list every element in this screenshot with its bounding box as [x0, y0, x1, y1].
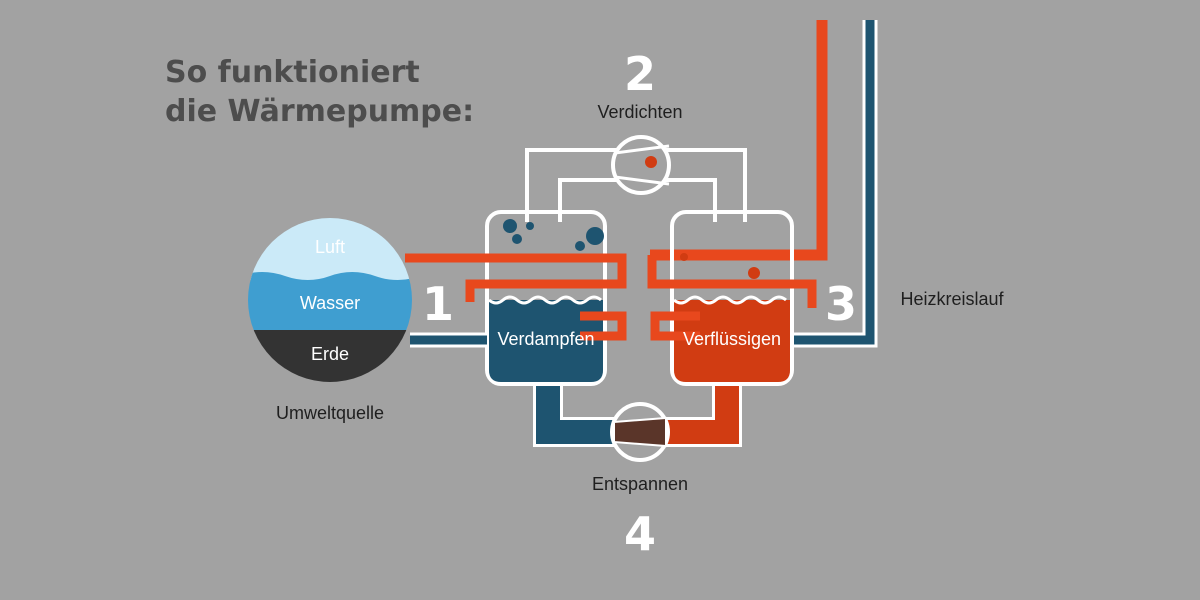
air-label: Luft [315, 237, 345, 257]
title-line-2: die Wärmepumpe: [165, 94, 474, 129]
source-caption: Umweltquelle [276, 403, 384, 423]
environment-source: Luft Wasser Erde [248, 218, 412, 382]
source-heat-exchanger [405, 253, 627, 348]
compress-label: Verdichten [597, 102, 682, 122]
water-layer [248, 272, 412, 330]
compressor-icon [611, 135, 671, 195]
step-number-3: 3 [825, 277, 857, 331]
expansion-valve-icon [610, 402, 670, 462]
condense-label: Verflüssigen [683, 329, 781, 349]
heating-circuit-label: Heizkreislauf [900, 289, 1004, 309]
title-line-1: So funktioniert [165, 55, 420, 90]
expand-label: Entspannen [592, 474, 688, 494]
step-number-4: 4 [624, 507, 656, 561]
heating-circuit-pipes [650, 20, 878, 348]
condenser-tank [670, 210, 794, 386]
earth-label: Erde [311, 344, 349, 364]
condenser-heat-exchanger [647, 255, 817, 341]
step-number-2: 2 [624, 47, 656, 101]
water-label: Wasser [300, 293, 360, 313]
step-number-1: 1 [422, 277, 454, 331]
evaporator-tank [485, 210, 607, 386]
evaporate-label: Verdampfen [497, 329, 594, 349]
